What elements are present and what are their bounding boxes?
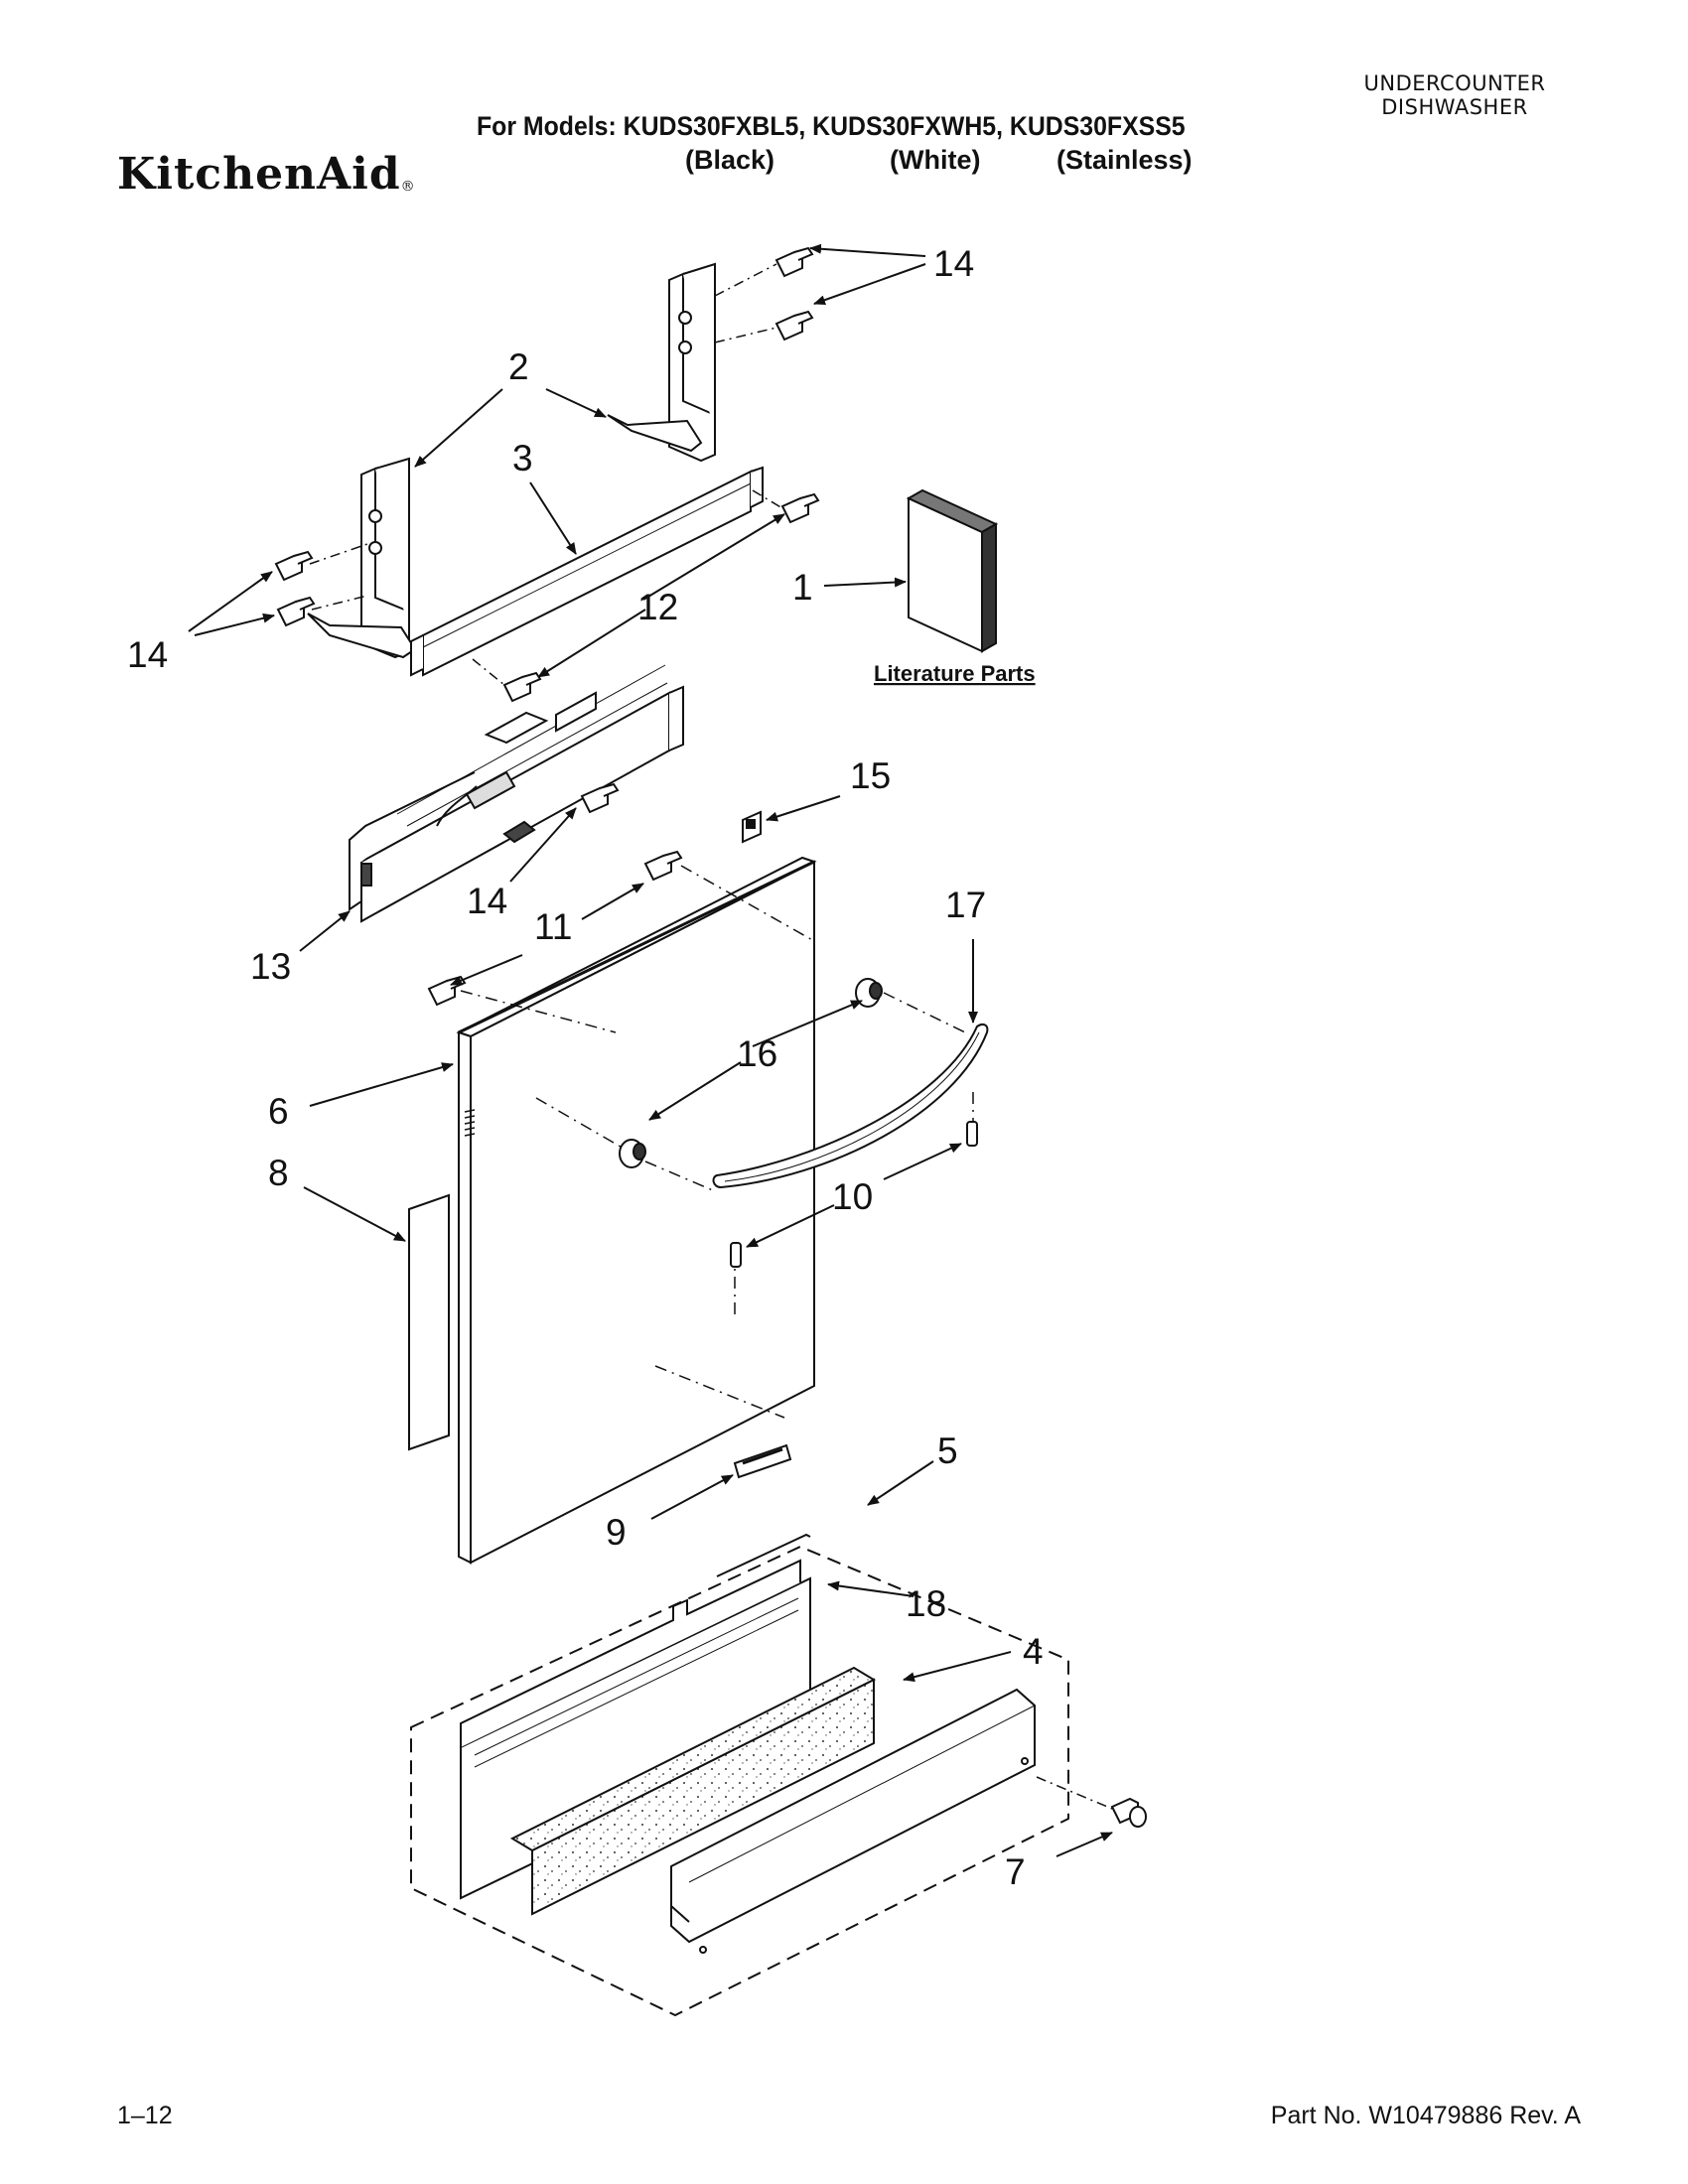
handle-cap-right xyxy=(855,978,883,1008)
callout-16: 16 xyxy=(737,1033,777,1074)
leader-18 xyxy=(827,1580,914,1597)
leader-4 xyxy=(903,1651,1012,1683)
door-handle xyxy=(712,1024,989,1189)
color-black: (Black) xyxy=(685,145,775,175)
brand-name: KitchenAid xyxy=(117,149,401,200)
callout-13: 13 xyxy=(250,946,291,987)
callout-1: 1 xyxy=(792,567,813,608)
leader-16a xyxy=(752,1000,863,1047)
category-line-2: DISHWASHER xyxy=(1381,95,1528,119)
brand-badge xyxy=(733,1443,792,1479)
brand-logo: KitchenAid® xyxy=(117,149,416,200)
models-line: For Models: KUDS30FXBL5, KUDS30FXWH5, KU… xyxy=(477,111,1186,141)
handle-pin-left xyxy=(730,1242,742,1268)
literature-parts-label: Literature Parts xyxy=(874,661,1036,686)
leader-11b xyxy=(450,954,523,986)
leader-6 xyxy=(309,1062,454,1107)
screw-14-left-b xyxy=(276,596,316,627)
screw-7 xyxy=(1110,1797,1147,1828)
callout-10: 10 xyxy=(832,1176,873,1217)
callout-12: 12 xyxy=(637,587,678,627)
door-clip xyxy=(742,810,762,844)
toe-panel-insulation xyxy=(509,1666,877,1916)
leader-5 xyxy=(867,1460,934,1506)
callout-5: 5 xyxy=(937,1431,958,1471)
leader-14-top-a xyxy=(809,243,926,257)
hinge-bracket-left xyxy=(307,457,417,659)
callout-7: 7 xyxy=(1005,1851,1026,1892)
callout-14-top: 14 xyxy=(933,243,974,284)
screw-14-top-b xyxy=(774,310,814,341)
handle-pin-right xyxy=(966,1121,978,1147)
leader-9 xyxy=(650,1474,734,1520)
leader-12b xyxy=(537,609,646,678)
trim-rail xyxy=(410,466,764,677)
category-line-1: UNDERCOUNTER xyxy=(1363,71,1546,95)
callout-8: 8 xyxy=(268,1153,289,1193)
callout-17: 17 xyxy=(945,885,986,925)
page-number: 1–12 xyxy=(117,2102,173,2129)
handle-cap-left xyxy=(619,1139,646,1168)
literature-booklet xyxy=(906,488,999,653)
screw-14-right xyxy=(780,492,820,524)
callout-9: 9 xyxy=(606,1512,627,1553)
screw-11-a xyxy=(643,850,683,882)
callout-4: 4 xyxy=(1023,1631,1044,1672)
toe-panel-bracket xyxy=(670,1688,1036,1954)
callout-18: 18 xyxy=(906,1583,946,1624)
leader-2-right xyxy=(545,388,607,418)
screw-14-middle xyxy=(580,782,620,814)
leader-15 xyxy=(766,795,841,822)
leader-10b xyxy=(746,1204,835,1248)
color-white: (White) xyxy=(890,145,981,175)
leader-8 xyxy=(303,1186,406,1242)
registered-mark: ® xyxy=(400,179,416,195)
screw-14-left-a xyxy=(274,550,314,582)
callout-2: 2 xyxy=(508,346,529,387)
color-stainless: (Stainless) xyxy=(1056,145,1193,175)
toe-panel xyxy=(460,1533,811,1900)
leader-14-left-a xyxy=(188,571,273,632)
toe-panel-kit-boundary xyxy=(410,1545,1069,2017)
leader-14-top-b xyxy=(813,263,926,306)
part-number: Part No. W10479886 Rev. A xyxy=(1270,2102,1581,2129)
callout-6: 6 xyxy=(268,1091,289,1132)
leader-14-middle xyxy=(509,807,577,883)
callout-14-middle: 14 xyxy=(467,881,507,921)
leader-1 xyxy=(823,577,907,588)
leader-13 xyxy=(299,910,351,952)
door-panel xyxy=(456,856,817,1565)
callout-15: 15 xyxy=(850,755,891,796)
control-console xyxy=(349,664,684,923)
leader-10a xyxy=(883,1143,962,1180)
leader-3 xyxy=(529,481,577,555)
callout-14-left: 14 xyxy=(127,634,168,675)
leader-12a xyxy=(642,513,785,601)
leader-7 xyxy=(1055,1832,1113,1857)
screw-14-top-a xyxy=(774,246,814,278)
leader-2-left xyxy=(414,388,503,468)
leader-16b xyxy=(648,1061,742,1121)
callout-3: 3 xyxy=(512,438,533,478)
screw-12 xyxy=(502,671,542,703)
callout-11: 11 xyxy=(534,906,572,947)
category-label: UNDERCOUNTER DISHWASHER xyxy=(1331,71,1579,119)
leader-14-left-b xyxy=(194,613,275,636)
hinge-bracket-right xyxy=(607,262,716,463)
leader-11a xyxy=(581,883,644,920)
door-insulation xyxy=(408,1193,450,1451)
